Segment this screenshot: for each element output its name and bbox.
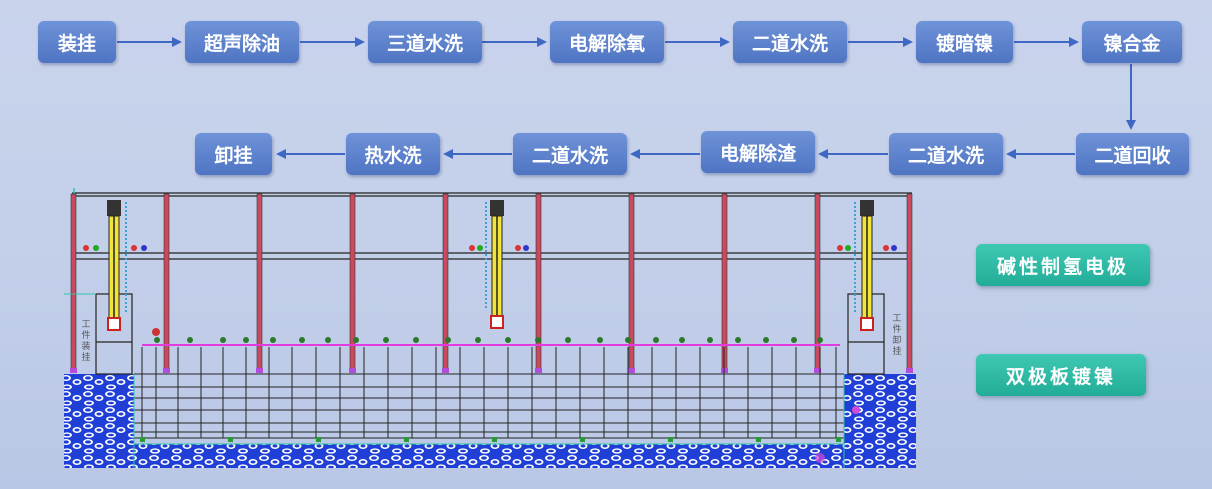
step-double-recovery: 二道回收: [1076, 133, 1189, 175]
tag-bipolar-plate-nickel: 双极板镀镍: [976, 354, 1146, 396]
tank-grid: [134, 347, 844, 439]
plating-line-drawing: [64, 188, 916, 468]
step-loading: 装挂: [38, 21, 116, 63]
unloading-station-label: 工件卸挂: [892, 314, 902, 357]
step-unloading: 卸挂: [195, 133, 272, 175]
step-hot-water-rinse: 热水洗: [346, 133, 440, 175]
step-double-rinse-2: 二道水洗: [889, 133, 1003, 175]
loading-station-label: 工件装挂: [81, 320, 91, 363]
step-double-rinse-1: 二道水洗: [733, 21, 847, 63]
flow-arrows: [117, 37, 1136, 159]
step-electrolytic-deoxidation: 电解除氧: [550, 21, 664, 63]
step-dark-nickel-plating: 镀暗镍: [916, 21, 1013, 63]
step-nickel-alloy: 镍合金: [1082, 21, 1182, 63]
hoist-left: [83, 200, 147, 331]
step-triple-rinse: 三道水洗: [368, 21, 482, 63]
gantry-pillars: [70, 193, 913, 373]
step-ultrasonic-degreasing: 超声除油: [185, 21, 299, 63]
step-double-rinse-3: 二道水洗: [513, 133, 627, 175]
step-electrolytic-deslagging: 电解除渣: [701, 131, 815, 173]
hoist-middle: [469, 200, 529, 329]
tag-alkaline-hydrogen-electrode: 碱性制氢电极: [976, 244, 1150, 286]
hoist-right: [837, 200, 897, 331]
pit-foundation: [64, 374, 916, 468]
tank-fittings: [154, 337, 823, 343]
